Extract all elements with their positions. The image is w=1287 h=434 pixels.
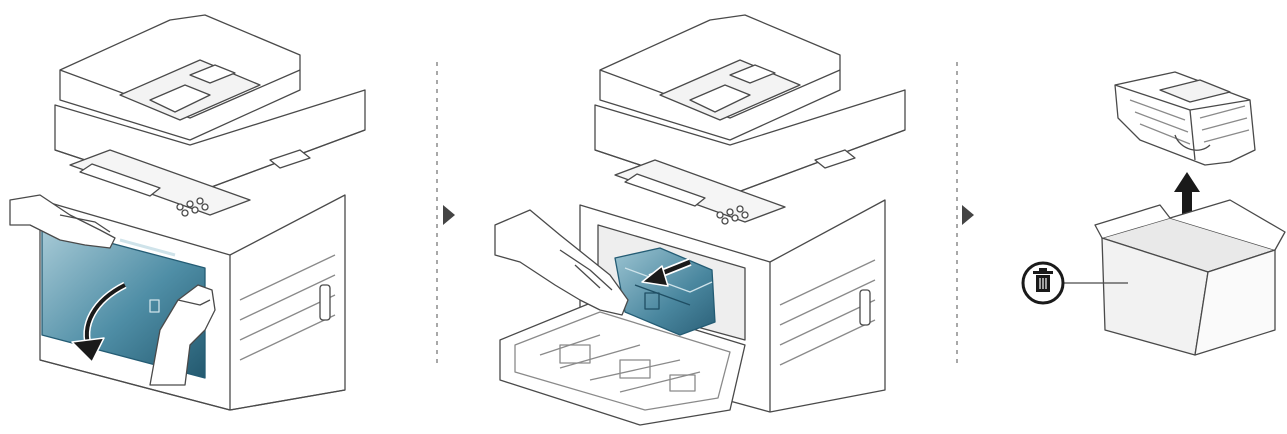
trash-bin-icon bbox=[1023, 263, 1063, 303]
panel-2-pull-out-toner bbox=[495, 15, 905, 425]
new-toner-cartridge bbox=[1115, 72, 1255, 165]
panel-1-open-front-door bbox=[10, 15, 365, 410]
step-arrow-1-icon bbox=[443, 205, 455, 225]
cardboard-box bbox=[1095, 200, 1285, 355]
panel-3-unpack-and-discard bbox=[1023, 72, 1285, 355]
step-arrow-2-icon bbox=[962, 205, 974, 225]
